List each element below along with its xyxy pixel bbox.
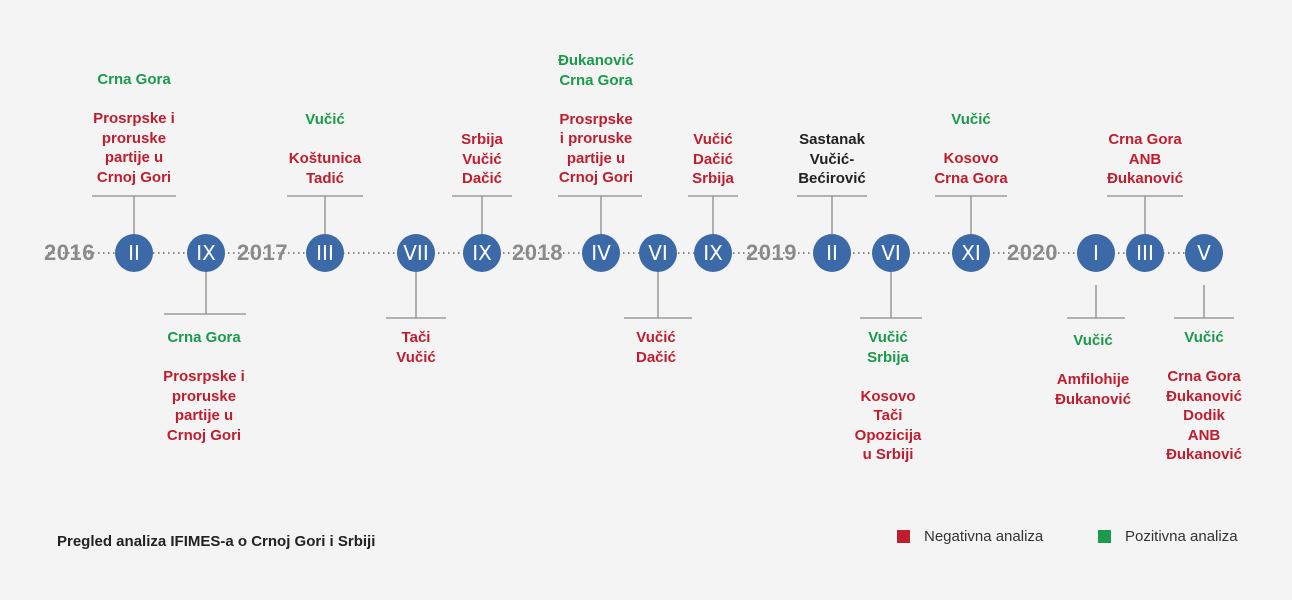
negative-entry: Vučić (462, 150, 502, 168)
negative-entry: Crna Gora (1108, 131, 1182, 148)
negative-entry: Đukanović (1166, 446, 1242, 463)
month-node: VI (639, 234, 677, 272)
neutral-entry: Bećirović (798, 170, 866, 187)
year-label-2018: 2018 (512, 240, 563, 265)
negative-entry: Koštunica (288, 150, 362, 167)
negative-entry: i proruske (559, 130, 633, 147)
event-label-2019-ii: Sastanak Vučić- Bećirović (757, 130, 907, 189)
negative-entry: Prosrpske i (163, 368, 245, 385)
year-label-2020: 2020 (1007, 240, 1058, 265)
event-label-2017-vii: Tači Vučić (341, 328, 491, 367)
negative-entry: proruske (171, 387, 237, 405)
positive-entry: Vučić (868, 329, 908, 346)
month-node: XI (952, 234, 990, 272)
negative-entry: Tači (873, 407, 903, 424)
negative-entry: Amfilohije (1056, 371, 1130, 388)
negative-entry: Dodik (1183, 407, 1225, 424)
negative-entry: ANB (1128, 150, 1162, 168)
month-node: IV (582, 234, 620, 272)
event-label-2017-iii: Vučić Koštunica Tadić (250, 110, 400, 188)
positive-entry: Vučić (1073, 332, 1113, 349)
event-label-2016-ii: Crna Gora Prosrpske i proruske partije u… (59, 70, 209, 187)
negative-entry: Crna Gora (1167, 368, 1241, 385)
event-label-2018-vi: Vučić Dačić (581, 328, 731, 367)
negative-entry: Tadić (305, 169, 345, 187)
legend-negative: Negativna analiza (897, 528, 1043, 545)
positive-entry: Crna Gora (97, 71, 171, 88)
positive-entry: Crna Gora (167, 329, 241, 346)
month-node: II (115, 234, 153, 272)
month-node: II (813, 234, 851, 272)
negative-entry: Crna Gora (934, 169, 1008, 187)
negative-entry: Vučić (693, 131, 733, 148)
negative-entry: partije u (104, 149, 164, 166)
event-label-2018-iv: Đukanović Crna Gora Prosrpske i proruske… (521, 51, 671, 188)
legend-negative-label: Negativna analiza (924, 528, 1044, 545)
month-node: IX (694, 234, 732, 272)
month-node: IX (463, 234, 501, 272)
month-node: VI (872, 234, 910, 272)
negative-entry: partije u (566, 149, 626, 167)
negative-entry: ANB (1187, 426, 1221, 444)
event-label-2019-xi: Vučić Kosovo Crna Gora (896, 110, 1046, 188)
negative-entry: partije u (174, 407, 234, 424)
year-label-2019: 2019 (746, 240, 797, 265)
negative-swatch (897, 530, 910, 543)
negative-entry: Srbija (692, 170, 734, 187)
month-node: VII (397, 234, 435, 272)
positive-entry: Crna Gora (559, 71, 633, 89)
event-label-2020-iii: Crna Gora ANB Đukanović (1070, 130, 1220, 189)
year-label-2017: 2017 (237, 240, 288, 265)
negative-entry: Opozicija (854, 426, 922, 444)
negative-entry: Đukanović (1166, 387, 1242, 405)
positive-swatch (1098, 530, 1111, 543)
positive-entry: Vučić (1184, 329, 1224, 346)
event-label-2018-ix: Vučić Dačić Srbija (638, 130, 788, 189)
negative-entry: Vučić (396, 348, 436, 366)
figure-caption: Pregled analiza IFIMES-a o Crnoj Gori i … (57, 533, 376, 550)
event-label-2016-ix: Crna Gora Prosrpske i proruske partije u… (129, 328, 279, 445)
negative-entry: Tači (401, 329, 431, 346)
event-label-2020-v: Vučić Crna Gora Đukanović Dodik ANB Đuka… (1129, 328, 1279, 465)
negative-entry: u Srbiji (862, 446, 914, 463)
negative-entry: Dačić (692, 150, 734, 168)
negative-entry: Đukanović (1107, 170, 1183, 187)
month-node: III (306, 234, 344, 272)
neutral-entry: Sastanak (799, 131, 865, 148)
month-node: V (1185, 234, 1223, 272)
event-label-2020-i: Vučić Amfilohije Đukanović (1018, 331, 1168, 409)
positive-entry: Vučić (305, 111, 345, 128)
negative-entry: Srbija (461, 131, 503, 148)
legend-positive: Pozitivna analiza (1098, 528, 1238, 545)
negative-entry: Kosovo (943, 150, 999, 167)
month-node: IX (187, 234, 225, 272)
event-label-2017-ix: Srbija Vučić Dačić (407, 130, 557, 189)
negative-entry: Crnoj Gori (166, 426, 242, 444)
negative-entry: Crnoj Gori (96, 168, 172, 186)
negative-entry: Prosrpske (559, 110, 633, 128)
negative-entry: Đukanović (1055, 390, 1131, 408)
negative-entry: Crnoj Gori (558, 169, 634, 186)
positive-entry: Đukanović (558, 52, 634, 69)
negative-entry: Vučić (636, 329, 676, 346)
neutral-entry: Vučić- (809, 150, 855, 168)
month-node: I (1077, 234, 1115, 272)
positive-entry: Vučić (951, 111, 991, 128)
negative-entry: Prosrpske i (93, 110, 175, 127)
negative-entry: Dačić (635, 348, 677, 366)
month-node: III (1126, 234, 1164, 272)
negative-entry: proruske (101, 129, 167, 147)
year-label-2016: 2016 (44, 240, 95, 265)
negative-entry: Kosovo (860, 387, 916, 405)
legend-positive-label: Pozitivna analiza (1125, 528, 1238, 545)
positive-entry: Srbija (867, 348, 909, 366)
event-label-2019-vi: Vučić Srbija Kosovo Tači Opozicija u Srb… (813, 328, 963, 465)
negative-entry: Dačić (461, 170, 503, 187)
